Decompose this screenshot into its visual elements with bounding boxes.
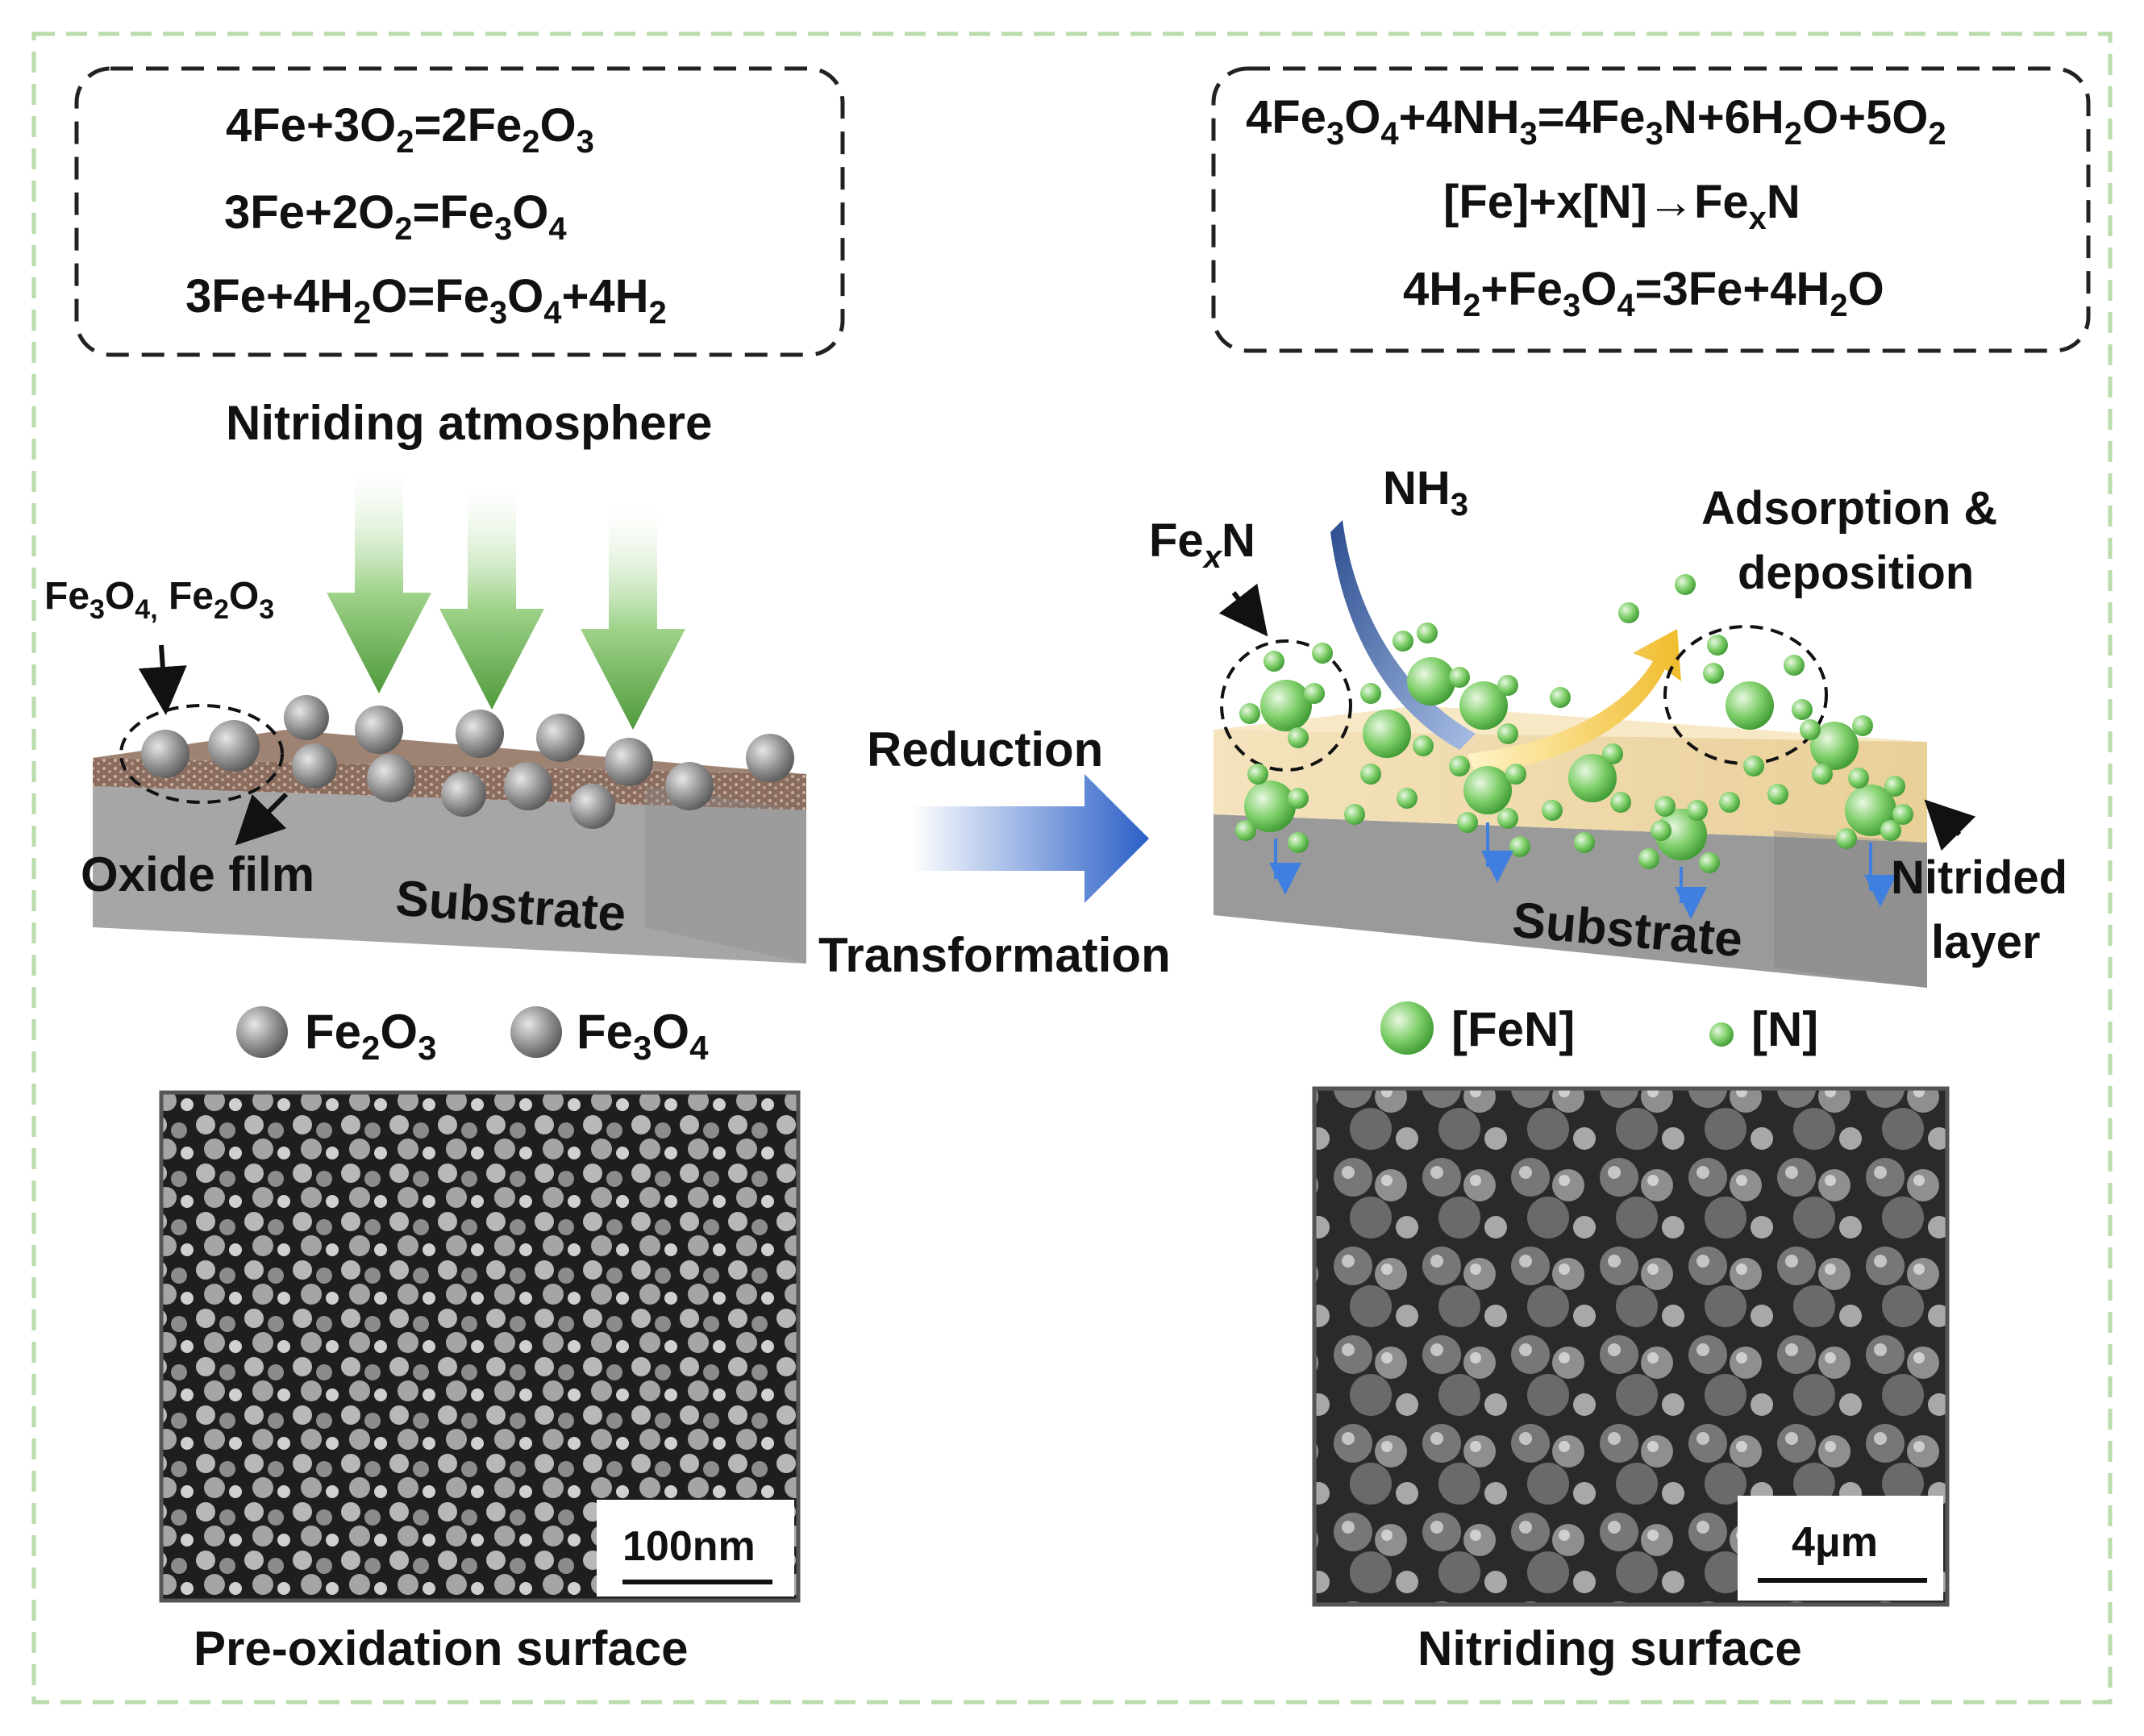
left-equation-box xyxy=(74,66,845,357)
fe2o3-legend-label: Fe2O3 xyxy=(305,1005,436,1067)
nitriding-caption: Nitriding surface xyxy=(1418,1622,1802,1676)
adsorption-label-line1: Adsorption & xyxy=(1701,482,1997,535)
outer-frame xyxy=(31,31,2113,1705)
fe3o4-legend-label: Fe3O4 xyxy=(577,1005,709,1067)
oxide-film-pointer-arrow xyxy=(235,792,289,846)
nh3-arrow xyxy=(1330,520,1476,750)
nitrided-pointer-arrow xyxy=(1924,799,1976,851)
nitrogen-atoms xyxy=(1235,574,1913,873)
oxide-particles xyxy=(141,695,794,829)
right-equation-3: 4H2+Fe3O4=3Fe+4H2O xyxy=(1403,263,1884,323)
fen-legend-marker xyxy=(1380,1001,1434,1055)
fen-legend-label: [FeN] xyxy=(1451,1002,1575,1056)
nitrided-layer-label-line2: layer xyxy=(1931,916,2040,968)
right-equation-box xyxy=(1211,66,2091,353)
nitriding-sem-image: 4μm xyxy=(1312,1086,1950,1607)
fexn-label: FexN xyxy=(1149,514,1255,575)
nitriding-arrows xyxy=(327,468,685,730)
n-legend-marker xyxy=(1709,1022,1734,1047)
pre-oxidation-caption: Pre-oxidation surface xyxy=(194,1622,689,1676)
nitrided-layer-label-line1: Nitrided xyxy=(1891,851,2067,904)
nitriding-atmosphere-label: Nitriding atmosphere xyxy=(226,396,712,450)
right-equation-1: 4Fe3O4+4NH3=4Fe3N+6H2O+5O2 xyxy=(1246,91,1946,152)
left-scalebar-label: 100nm xyxy=(622,1523,756,1570)
oxides-pointer-arrow xyxy=(138,644,187,715)
pre-oxidation-sem-image: 100nm xyxy=(159,1090,801,1603)
diffusion-arrows xyxy=(1269,822,1896,919)
fexn-dashed-circle xyxy=(1220,639,1352,772)
green-down-arrow-3 xyxy=(581,504,685,730)
deposition-arrow xyxy=(1467,629,1681,774)
left-equation-1: 4Fe+3O2=2Fe2O3 xyxy=(226,99,594,160)
transformation-label: Transformation xyxy=(818,928,1171,982)
right-scalebar-box xyxy=(1738,1496,1943,1601)
oxide-dashed-circle xyxy=(119,704,284,804)
left-equation-3: 3Fe+4H2O=Fe3O4+4H2 xyxy=(185,270,667,331)
oxide-film-label: Oxide film xyxy=(81,847,314,901)
fexn-pointer-arrow xyxy=(1218,583,1268,637)
left-equation-2: 3Fe+2O2=Fe3O4 xyxy=(224,186,567,247)
nitride-particles xyxy=(1244,657,1896,860)
right-equation-2: [Fe]+x[N]→FexN xyxy=(1443,176,1801,236)
transformation-arrow xyxy=(911,774,1149,903)
fe2o3-legend-marker xyxy=(236,1006,288,1058)
n-legend-label: [N] xyxy=(1751,1002,1818,1056)
nh3-label: NH3 xyxy=(1383,462,1468,522)
oxides-label: Fe3O4, Fe2O3 xyxy=(44,575,274,625)
right-scalebar-label: 4μm xyxy=(1792,1519,1878,1566)
adsorption-label-line2: deposition xyxy=(1738,547,1974,599)
fe3o4-legend-marker xyxy=(510,1006,562,1058)
green-down-arrow-2 xyxy=(439,484,544,710)
reduction-label: Reduction xyxy=(867,722,1103,776)
green-down-arrow-1 xyxy=(327,468,431,693)
